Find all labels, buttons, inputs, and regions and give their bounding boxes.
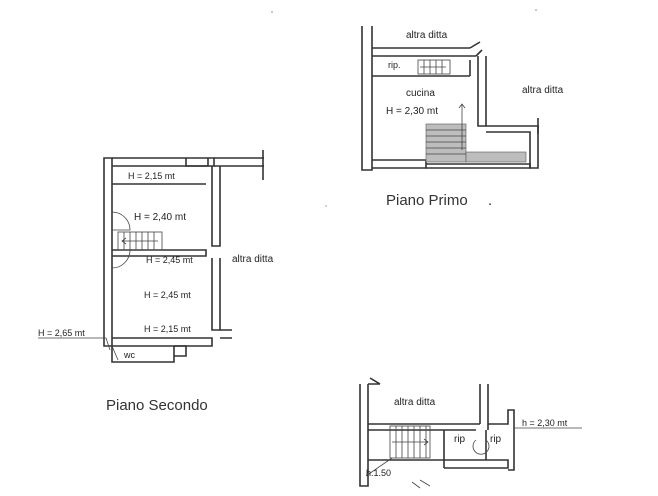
scan-speck [535, 9, 537, 11]
ps-neighbor: altra ditta [232, 254, 274, 265]
ps-height-4: H = 2,45 mt [144, 290, 191, 300]
pt-height: h = 2,30 mt [522, 418, 568, 428]
scan-speck [325, 205, 327, 207]
pp-room-cucina: cucina [406, 88, 435, 99]
ps-height-3: H = 2,45 mt [146, 255, 193, 265]
ps-height-6: H = 2,65 mt [38, 328, 85, 338]
ps-height-2: H = 2,40 mt [134, 212, 186, 223]
ps-room-wc: wc [123, 350, 135, 360]
pt-rip-2: rip [490, 434, 502, 445]
pp-title-dot: . [488, 192, 492, 209]
pp-room-rip: rip. [388, 60, 401, 70]
ps-height-5: H = 2,15 mt [144, 324, 191, 334]
scan-speck [271, 11, 273, 13]
pp-neighbor-top: altra ditta [406, 30, 448, 41]
pt-neighbor: altra ditta [394, 397, 436, 408]
ps-title: Piano Secondo [106, 397, 208, 414]
piano-secondo-plan [38, 150, 264, 363]
piano-terra-plan [359, 377, 582, 489]
pt-stair-height: h.1.50 [366, 468, 391, 478]
pp-neighbor-right: altra ditta [522, 85, 564, 96]
ps-height-1: H = 2,15 mt [128, 171, 175, 181]
pt-rip-1: rip [454, 434, 466, 445]
pp-height: H = 2,30 mt [386, 106, 438, 117]
pp-title: Piano Primo [386, 192, 468, 209]
piano-primo-plan [361, 26, 539, 171]
